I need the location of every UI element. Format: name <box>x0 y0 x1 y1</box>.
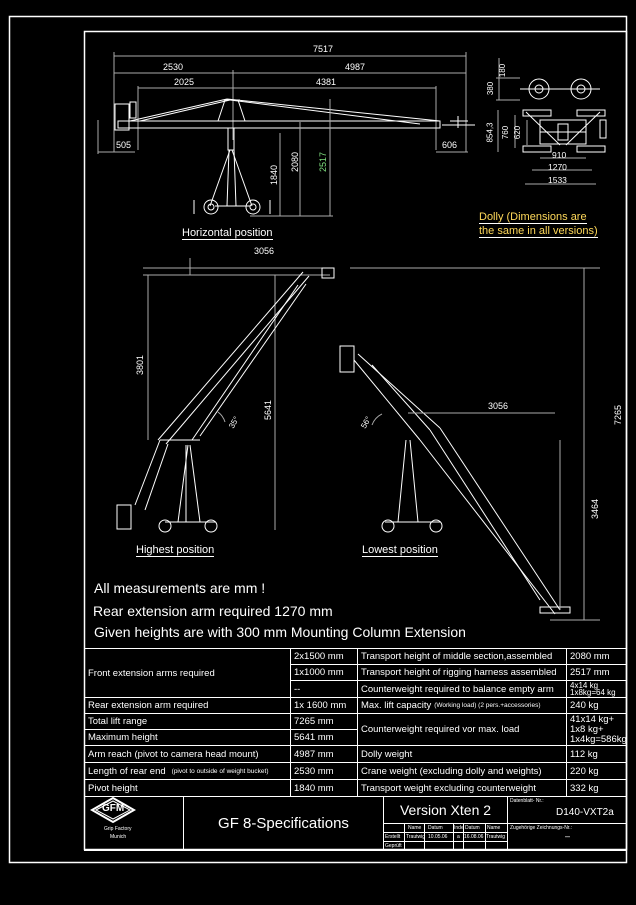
logo-cell <box>84 796 184 851</box>
grid-cell <box>404 841 425 851</box>
spec-value: 4987 mm <box>290 745 358 763</box>
spec-value: 41x14 kg+ <box>570 713 615 725</box>
grid-cell <box>485 841 508 851</box>
version-label: Version Xten 2 <box>383 796 508 824</box>
note-measurements: All measurements are mm ! <box>94 580 266 596</box>
dim-lowest-7265: 7265 <box>613 404 624 426</box>
dim-front-inner: 4381 <box>316 77 337 87</box>
logo-sub1: Grip Factory <box>104 826 132 832</box>
dim-910: 910 <box>552 150 567 160</box>
spec-label: Total lift range <box>84 713 291 730</box>
spec-label-row: Max. lift capacity (Working load) (2 per… <box>357 697 567 714</box>
spec-label: Rear extension arm required <box>84 697 291 714</box>
dim-854: 854,3 <box>485 122 495 143</box>
dim-right-end: 606 <box>442 140 458 150</box>
spec-label: Front extension arms required <box>84 648 291 698</box>
spec-value-stack: 41x14 kg+ 1x8 kg+ 1x4kg=586kg <box>566 713 627 746</box>
caption-highest: Highest position <box>136 544 215 557</box>
spec-label: Maximum height <box>84 729 291 746</box>
dim-620: 620 <box>513 125 523 140</box>
inner-border <box>83 30 628 851</box>
logo-sub2: Munich <box>110 834 127 840</box>
dim-rigging: 2517 <box>318 151 329 173</box>
grid-row-label: Geprüft <box>383 841 405 851</box>
spec-label: Transport height of rigging harness asse… <box>357 664 567 681</box>
dim-1270: 1270 <box>548 162 567 172</box>
spec-value: -- <box>290 680 358 698</box>
spec-value: 1x8kg=64 kg <box>570 688 616 697</box>
related-label: Zugehörige Zeichnungs-Nr.: <box>510 825 572 831</box>
caption-lowest: Lowest position <box>362 544 438 557</box>
spec-value: 112 kg <box>566 745 627 763</box>
spec-value: 220 kg <box>566 762 627 780</box>
spec-value: 5641 mm <box>290 729 358 746</box>
gfm-logo <box>89 796 137 824</box>
lowest-position-drawing <box>339 267 600 621</box>
spec-label: Arm reach (pivot to camera head mount) <box>84 745 291 763</box>
sheet-label: Datenblatt- Nr.: <box>510 798 544 804</box>
dim-rear: 2530 <box>163 62 184 72</box>
horizontal-crane-drawing <box>97 52 475 217</box>
spec-value: 1x1000 mm <box>290 664 358 681</box>
dim-760: 760 <box>501 125 511 140</box>
highest-position-drawing <box>116 258 335 533</box>
spec-label: Dolly weight <box>357 745 567 763</box>
spec-label: Length of rear end <box>88 765 166 777</box>
spec-value: 7265 mm <box>290 713 358 730</box>
dim-highest-3801: 3801 <box>135 354 146 376</box>
dim-highest-5641: 5641 <box>263 399 274 421</box>
spec-label: Transport weight excluding counterweight <box>357 779 567 797</box>
related-drawing-cell: Zugehörige Zeichnungs-Nr.: – <box>507 823 627 851</box>
spec-note: (pivot to outside of weight bucket) <box>171 767 269 775</box>
spec-label: Transport height of middle section,assem… <box>357 648 567 665</box>
spec-value: 1x8 kg+ <box>570 723 604 735</box>
spec-note: (Working load) (2 pers.+accessories) <box>434 702 541 709</box>
spec-value: 1x4kg=586kg <box>570 733 627 745</box>
spec-label: Counterweight required vor max. load <box>357 713 567 746</box>
dim-left-end: 505 <box>116 140 132 150</box>
dim-rear-inner: 2025 <box>174 77 195 87</box>
spec-value: 1840 mm <box>290 779 358 797</box>
dim-overall: 7517 <box>313 44 334 54</box>
spec-value: 240 kg <box>566 697 627 714</box>
caption-dolly-2: the same in all versions) <box>479 225 598 238</box>
caption-horizontal: Horizontal position <box>182 227 273 240</box>
related-number: – <box>565 831 571 841</box>
dim-front: 4987 <box>345 62 366 72</box>
note-rear-extension: Rear extension arm required 1270 mm <box>93 603 333 619</box>
grid-cell <box>463 841 486 851</box>
dim-lowest-reach: 3056 <box>488 401 509 411</box>
spec-label: Crane weight (excluding dolly and weight… <box>357 762 567 780</box>
dim-180: 180 <box>498 63 508 78</box>
caption-dolly-1: Dolly (Dimensions are <box>479 211 587 224</box>
spec-value: 332 kg <box>566 779 627 797</box>
spec-value-stack: 4x14 kg 1x8kg=64 kg <box>566 680 627 698</box>
dolly-drawing <box>496 58 607 185</box>
dim-lowest-3464: 3464 <box>590 498 601 520</box>
spec-label: Counterweight required to balance empty … <box>357 680 567 698</box>
spec-value: 1x 1600 mm <box>290 697 358 714</box>
dim-380: 380 <box>486 81 496 96</box>
spec-label: Pivot height <box>84 779 291 797</box>
spec-label-row: Length of rear end (pivot to outside of … <box>84 762 291 780</box>
sheet-number-cell: Datenblatt- Nr.: D140-VXT2a <box>507 796 627 824</box>
note-heights: Given heights are with 300 mm Mounting C… <box>94 624 466 640</box>
document-title: GF 8-Specifications <box>183 796 384 851</box>
grid-cell <box>424 841 454 851</box>
logo-text: GFM <box>102 803 125 814</box>
dim-1533: 1533 <box>548 175 567 185</box>
spec-value: 2530 mm <box>290 762 358 780</box>
dim-mid: 2080 <box>290 151 301 173</box>
spec-value: 2080 mm <box>566 648 627 665</box>
dim-pivot: 1840 <box>269 164 280 186</box>
spec-value: 4x14 kg <box>570 681 599 690</box>
sheet-number: D140-VXT2a <box>556 807 614 818</box>
spec-label: Max. lift capacity <box>361 700 432 711</box>
spec-value: 2517 mm <box>566 664 627 681</box>
spec-value: 2x1500 mm <box>290 648 358 665</box>
dim-highest-reach: 3056 <box>254 246 275 256</box>
